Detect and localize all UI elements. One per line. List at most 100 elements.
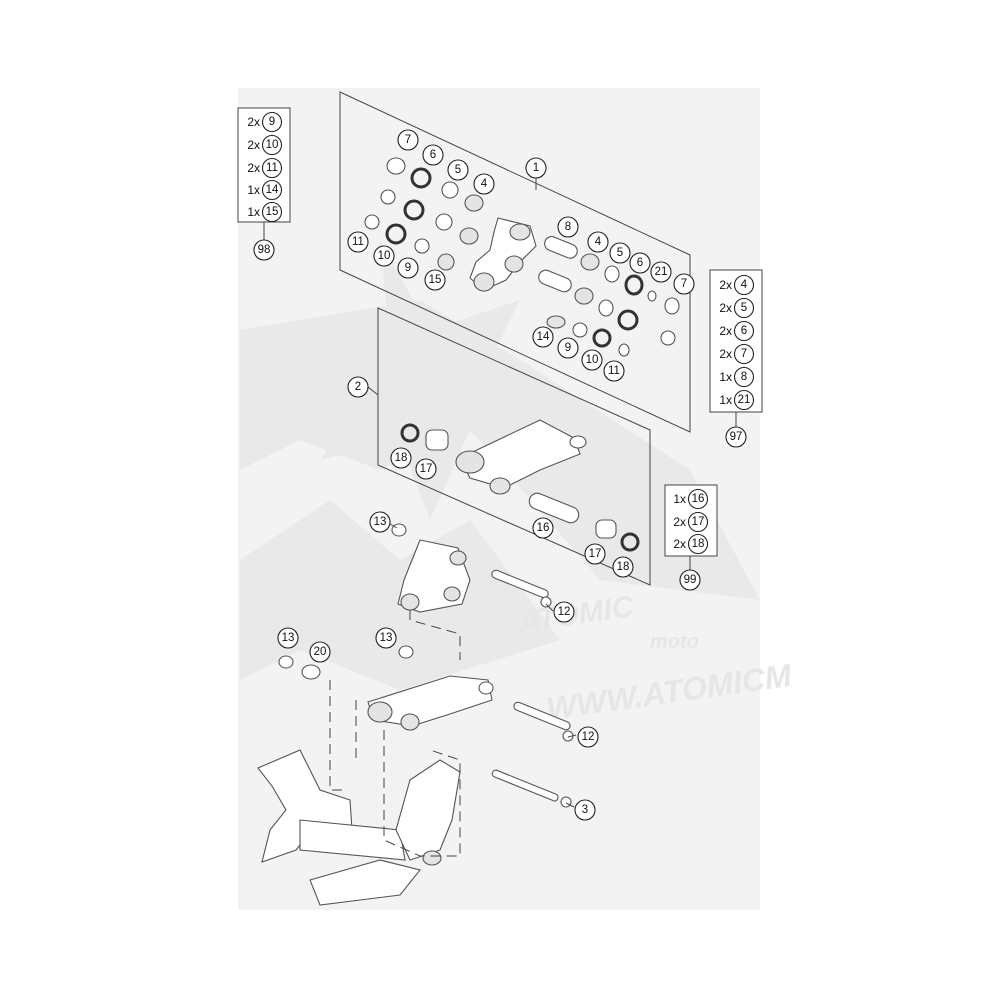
assembly-guide-lines	[329, 610, 461, 857]
callout-c6a: 6	[422, 144, 444, 166]
callout-leaders	[263, 178, 737, 808]
callout-c9b: 9	[557, 337, 579, 359]
kit-frame-1	[339, 91, 691, 433]
svg-text:5: 5	[617, 247, 623, 259]
svg-text:14: 14	[537, 331, 550, 343]
kit-98-number: 98	[258, 244, 271, 256]
kit-98-qty-2: 2x	[247, 138, 260, 152]
callout-c13c: 13	[375, 627, 397, 649]
kit-97-qty-5: 1x	[719, 370, 732, 384]
callout-c10b: 10	[581, 349, 603, 371]
kit-98-part-1: 9	[269, 116, 275, 128]
kit-97-box: 2x 4 2x 5 2x 6 2x 7 1x 8 1x 21 97	[709, 269, 763, 448]
kit-98-part-3: 11	[266, 162, 278, 174]
callout-c4a: 4	[473, 173, 495, 195]
rocker-arm	[469, 217, 537, 292]
kit-99-box: 1x 16 2x 17 2x 18 99	[664, 484, 718, 591]
callout-c1: 1	[525, 157, 547, 179]
callout-c12b: 12	[577, 726, 599, 748]
kit-97-part-5: 8	[741, 371, 747, 383]
svg-text:7: 7	[681, 278, 687, 290]
callout-c11b: 11	[603, 360, 625, 382]
svg-text:10: 10	[586, 354, 599, 366]
bearing-parts-left	[364, 157, 484, 271]
svg-text:12: 12	[558, 606, 571, 618]
svg-text:12: 12	[582, 731, 595, 743]
bearing-parts-right	[538, 236, 680, 357]
callout-c9a: 9	[397, 257, 419, 279]
svg-text:2: 2	[355, 381, 361, 393]
callout-c12a: 12	[553, 601, 575, 623]
callout-c18a: 18	[390, 447, 412, 469]
callout-c13a: 13	[369, 511, 391, 533]
callout-c7a: 7	[397, 129, 419, 151]
svg-text:6: 6	[430, 149, 436, 161]
kit-97-part-6: 21	[738, 394, 751, 406]
kit-99-part-1: 16	[692, 493, 705, 505]
kit-99-qty-1: 1x	[673, 492, 686, 506]
svg-text:7: 7	[405, 134, 411, 146]
svg-text:13: 13	[380, 632, 393, 644]
svg-text:18: 18	[395, 452, 408, 464]
svg-text:8: 8	[565, 221, 571, 233]
kit-97-qty-2: 2x	[719, 301, 732, 315]
callout-c17b: 17	[584, 543, 606, 565]
svg-text:5: 5	[455, 164, 461, 176]
callout-c4b: 4	[587, 231, 609, 253]
callout-c18b: 18	[612, 556, 634, 578]
callout-c2: 2	[347, 376, 369, 398]
kit-97-qty-3: 2x	[719, 324, 732, 338]
kit-98-box: 2x 9 2x 10 2x 11 1x 14 1x 15 98	[237, 107, 291, 261]
svg-text:15: 15	[429, 274, 442, 286]
callout-c7b: 7	[673, 273, 695, 295]
callout-c6b: 6	[629, 252, 651, 274]
svg-text:13: 13	[374, 516, 387, 528]
kit-97-part-1: 4	[741, 279, 748, 291]
callout-c20: 20	[309, 641, 331, 663]
kit-97-part-2: 5	[741, 302, 747, 314]
svg-text:17: 17	[589, 548, 602, 560]
kit-97-number: 97	[730, 431, 743, 443]
kit-98-qty-4: 1x	[247, 183, 260, 197]
callout-c15: 15	[424, 269, 446, 291]
kit-99-part-3: 18	[692, 538, 705, 550]
kit-99-qty-2: 2x	[673, 515, 686, 529]
callout-c16: 16	[532, 517, 554, 539]
kit-97-qty-1: 2x	[719, 278, 732, 292]
callout-c5b: 5	[609, 242, 631, 264]
svg-text:10: 10	[378, 250, 391, 262]
callout-c21: 21	[650, 261, 672, 283]
callout-c8: 8	[557, 216, 579, 238]
svg-text:16: 16	[537, 522, 550, 534]
svg-text:9: 9	[565, 342, 571, 354]
kit-98-part-4: 14	[266, 184, 279, 196]
pull-rod-assembly	[400, 419, 640, 552]
kit-97-qty-4: 2x	[719, 347, 732, 361]
kit-97-qty-6: 1x	[719, 393, 732, 407]
callout-c17a: 17	[415, 458, 437, 480]
callout-c3: 3	[574, 799, 596, 821]
svg-text:13: 13	[282, 632, 295, 644]
kit-97-part-4: 7	[741, 348, 747, 360]
kit-99-part-2: 17	[692, 516, 705, 528]
svg-text:18: 18	[617, 561, 630, 573]
callout-c5a: 5	[447, 159, 469, 181]
lower-linkage-assembly	[278, 523, 574, 808]
kit-97-part-3: 6	[741, 325, 747, 337]
svg-text:6: 6	[637, 257, 643, 269]
kit-98-qty-5: 1x	[247, 205, 260, 219]
kit-99-number: 99	[684, 574, 697, 586]
svg-text:4: 4	[481, 178, 488, 190]
callout-c11a: 11	[347, 231, 369, 253]
callout-c13b: 13	[277, 627, 299, 649]
svg-text:1: 1	[533, 162, 539, 174]
svg-text:11: 11	[352, 236, 364, 248]
svg-text:20: 20	[314, 646, 327, 658]
watermark-sub: moto	[650, 631, 699, 653]
frame-swingarm	[257, 749, 461, 906]
svg-text:11: 11	[608, 365, 620, 377]
part-callouts: 1 2 3 4 4 5 5 6 6 7 7 8 9 9 10 10 11 11 …	[277, 129, 695, 821]
svg-text:9: 9	[405, 262, 411, 274]
kit-98-qty-1: 2x	[247, 115, 260, 129]
